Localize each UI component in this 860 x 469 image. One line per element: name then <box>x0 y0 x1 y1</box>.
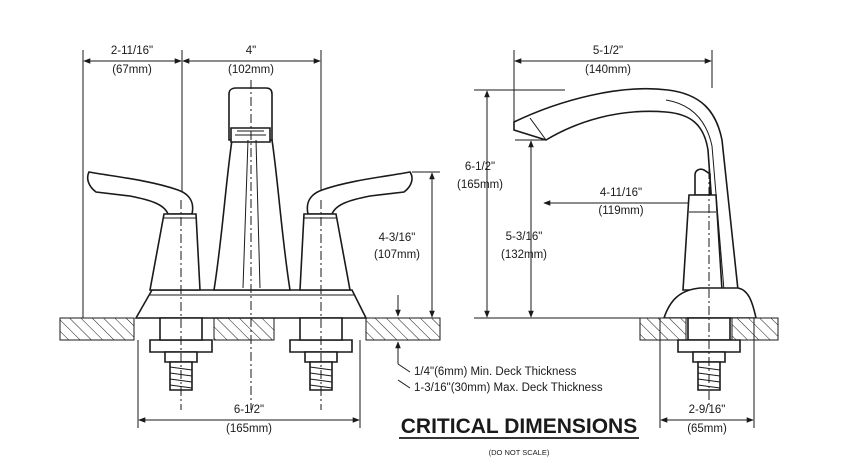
deck-section-middle <box>213 317 275 341</box>
overall-height-metric: (165mm) <box>457 179 503 191</box>
overall-width-metric: (165mm) <box>226 423 272 435</box>
side-deck-left <box>639 317 687 341</box>
right-handle-stem <box>299 213 351 291</box>
drawing-title: CRITICAL DIMENSIONS <box>401 415 637 438</box>
deck-min-note: 1/4"(6mm) Min. Deck Thickness <box>414 366 577 378</box>
leader-line <box>397 379 411 389</box>
spout-reach-metric: (140mm) <box>585 64 631 76</box>
right-handle-lever <box>306 171 413 215</box>
spout-to-center-metric: (119mm) <box>598 205 643 217</box>
base-width-metric: (65mm) <box>687 423 727 435</box>
side-view: 5-1/2" (140mm) 6-1/2" (165mm) 5-3/16" (1… <box>457 45 779 435</box>
front-view: 2-11/16" (67mm) 4" (102mm) 4-3/16" (107m… <box>59 45 603 435</box>
leader-line <box>397 363 411 373</box>
left-offset-imperial: 2-11/16" <box>111 45 153 57</box>
handle-height-imperial: 4-3/16" <box>379 232 416 244</box>
side-handle-knob <box>694 168 711 196</box>
left-handle-stem <box>149 213 201 291</box>
deck-section-right <box>365 317 441 341</box>
scale-note: (DO NOT SCALE) <box>489 448 550 457</box>
side-base <box>662 287 757 319</box>
left-handle-lever <box>86 171 194 215</box>
spout-width-metric: (102mm) <box>228 64 274 76</box>
deck-max-note: 1-3/16"(30mm) Max. Deck Thickness <box>414 382 603 394</box>
right-shank-upper <box>299 317 343 341</box>
spout-width-imperial: 4" <box>246 45 256 57</box>
spout-to-center-imperial: 4-11/16" <box>600 187 642 199</box>
spout-contour <box>665 99 725 291</box>
spout-height-imperial: 5-3/16" <box>506 231 543 243</box>
spout-height-metric: (132mm) <box>501 249 547 261</box>
overall-height-imperial: 6-1/2" <box>465 161 495 173</box>
base-width-imperial: 2-9/16" <box>689 404 726 416</box>
overall-width-imperial: 6-1/2" <box>234 404 264 416</box>
spout-body <box>213 139 291 291</box>
side-handle-stem <box>682 194 723 291</box>
left-offset-metric: (67mm) <box>112 64 152 76</box>
left-shank-upper <box>159 317 203 341</box>
side-deck-right <box>731 317 779 341</box>
spout-shading <box>242 139 249 289</box>
spout-tip-edge <box>529 117 547 141</box>
deck-section-left <box>59 317 135 341</box>
spout-reach-imperial: 5-1/2" <box>593 45 623 57</box>
handle-height-metric: (107mm) <box>374 249 420 261</box>
spout-shading <box>255 139 261 289</box>
